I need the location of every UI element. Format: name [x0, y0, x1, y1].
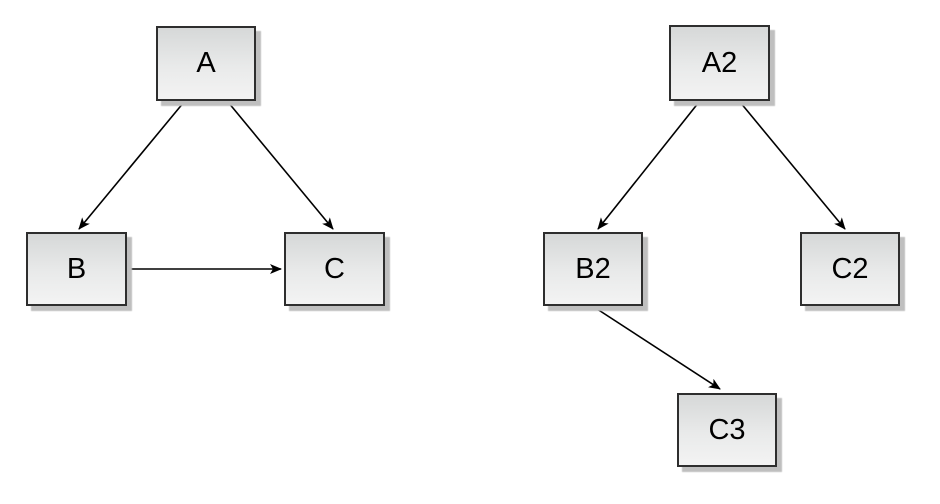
node-A[interactable]: A [156, 26, 256, 101]
edge-B2-C3 [593, 306, 721, 390]
node-A2[interactable]: A2 [669, 25, 770, 101]
node-label: C3 [708, 413, 746, 446]
node-label: A2 [701, 46, 738, 79]
node-B2[interactable]: B2 [543, 232, 643, 306]
node-label: B [66, 252, 87, 285]
node-label: C [324, 252, 345, 285]
node-label: A [196, 47, 216, 79]
edge-A2-B2 [597, 101, 700, 230]
node-C[interactable]: C [284, 232, 385, 306]
node-C3[interactable]: C3 [677, 393, 777, 467]
edge-A2-C2 [739, 101, 846, 230]
node-label: B2 [575, 252, 611, 285]
edge-group [78, 101, 846, 390]
node-B[interactable]: B [26, 232, 127, 306]
edge-A-B [78, 101, 185, 230]
edge-A-C [227, 101, 334, 230]
node-C2[interactable]: C2 [800, 232, 900, 306]
node-label: C2 [831, 252, 869, 285]
